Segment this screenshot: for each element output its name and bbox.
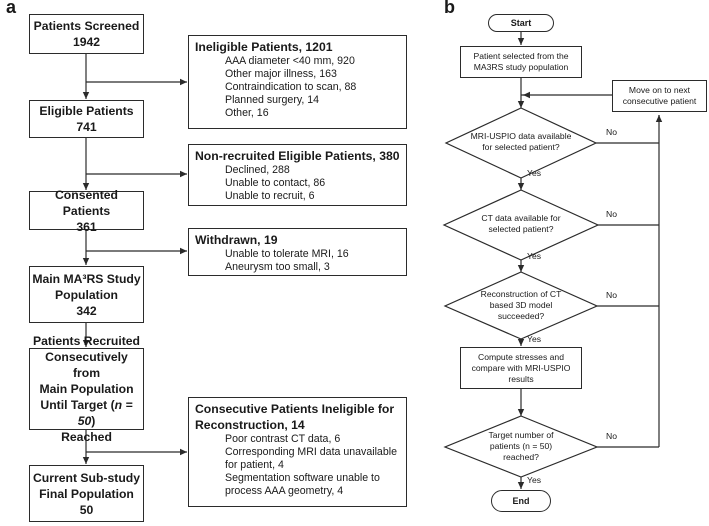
main-line: 342 bbox=[76, 303, 97, 318]
side-title: Withdrawn, 19 bbox=[195, 233, 278, 247]
main-line: 50 bbox=[79, 502, 94, 517]
eligible-patients-box: Eligible Patients 741 bbox=[29, 100, 144, 138]
main-line: Reached bbox=[61, 430, 112, 444]
main-line: 361 bbox=[76, 219, 97, 234]
side-item: Unable to tolerate MRI, 16 bbox=[225, 248, 349, 260]
ineligible-patients-box: Ineligible Patients, 1201 AAA diameter <… bbox=[188, 35, 407, 129]
side-item: Unable to contact, 86 bbox=[225, 177, 326, 189]
main-line: Eligible Patients bbox=[39, 104, 134, 118]
move-on-box: Move on to next consecutive patient bbox=[612, 80, 707, 112]
main-line: 1942 bbox=[72, 35, 101, 49]
main-line: Final Population bbox=[39, 486, 134, 501]
main-line: Consented Patients bbox=[55, 187, 118, 218]
main-line: Consecutively from bbox=[45, 350, 128, 380]
no-label-3: No bbox=[606, 290, 617, 300]
final-population-box: Current Sub-study Final Population 50 bbox=[29, 465, 144, 522]
main-study-population-box: Main MA³RS Study Population 342 bbox=[29, 266, 144, 323]
main-line: Current Sub-study bbox=[33, 470, 140, 485]
patients-screened-box: Patients Screened 1942 bbox=[29, 14, 144, 54]
main-line: Patients Screened bbox=[33, 19, 140, 33]
side-item: Other major illness, 163 bbox=[225, 68, 337, 80]
no-label-2: No bbox=[606, 209, 617, 219]
start-terminal: Start bbox=[488, 14, 554, 32]
side-item: Planned surgery, 14 bbox=[225, 94, 320, 106]
panel-a-label: a bbox=[6, 0, 17, 17]
patients-recruited-box: Patients Recruited Consecutively from Ma… bbox=[29, 334, 144, 444]
side-title: Consecutive Patients Ineligible for Reco… bbox=[195, 402, 395, 432]
yes-label-1: Yes bbox=[527, 168, 542, 178]
end-terminal: End bbox=[491, 490, 551, 512]
select-patient-box: Patient selected from the MA3RS study po… bbox=[460, 46, 582, 78]
decision-d4-text: Target number of patients (n = 50) reach… bbox=[488, 430, 554, 462]
no-label-4: No bbox=[606, 431, 617, 441]
decision-d2-text: CT data available for selected patient? bbox=[481, 213, 561, 234]
decision-d1-shape bbox=[444, 107, 598, 179]
main-line: Main MA³RS Study bbox=[32, 271, 141, 286]
main-line: Until Target (n = 50) bbox=[40, 398, 133, 428]
side-item: Other, 16 bbox=[225, 107, 269, 119]
main-line: Main Population bbox=[39, 382, 134, 396]
main-line: Population bbox=[55, 287, 118, 302]
withdrawn-box: Withdrawn, 19 Unable to tolerate MRI, 16… bbox=[188, 228, 407, 276]
yes-label-3: Yes bbox=[527, 334, 542, 344]
decision-d1-text: MRI-USPIO data available for selected pa… bbox=[470, 131, 572, 152]
side-title: Ineligible Patients, 1201 bbox=[195, 40, 333, 54]
side-item: Declined, 288 bbox=[225, 164, 290, 176]
decision-d3-text: Reconstruction of CT based 3D model succ… bbox=[480, 289, 562, 321]
non-recruited-box: Non-recruited Eligible Patients, 380 Dec… bbox=[188, 144, 407, 206]
side-item: Corresponding MRI data unavailable for p… bbox=[225, 446, 397, 471]
side-item: Contraindication to scan, 88 bbox=[225, 81, 357, 93]
main-line: Patients Recruited bbox=[32, 334, 140, 348]
side-item: AAA diameter <40 mm, 920 bbox=[225, 55, 355, 67]
yes-label-2: Yes bbox=[527, 251, 542, 261]
side-title: Non-recruited Eligible Patients, 380 bbox=[195, 149, 400, 163]
ineligible-reconstruction-box: Consecutive Patients Ineligible for Reco… bbox=[188, 397, 407, 507]
consented-patients-box: Consented Patients 361 bbox=[29, 188, 144, 234]
decision-d3-shape bbox=[443, 271, 599, 340]
no-label-1: No bbox=[606, 127, 617, 137]
decision-d2-shape bbox=[442, 189, 600, 261]
side-item: Unable to recruit, 6 bbox=[225, 190, 315, 202]
side-item: Poor contrast CT data, 6 bbox=[225, 433, 341, 445]
main-line: 741 bbox=[76, 120, 97, 134]
yes-label-4: Yes bbox=[527, 475, 542, 485]
panel-b-label: b bbox=[444, 0, 455, 17]
side-item: Aneurysm too small, 3 bbox=[225, 261, 330, 273]
compute-stresses-box: Compute stresses and compare with MRI-US… bbox=[460, 347, 582, 389]
side-item: Segmentation software unable to process … bbox=[225, 472, 380, 497]
decision-d4-shape bbox=[443, 415, 599, 478]
